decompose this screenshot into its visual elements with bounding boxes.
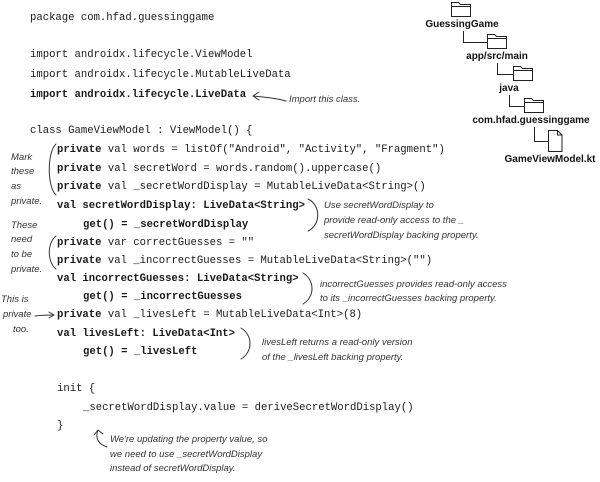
public-property-line: val incorrectGuesses: LiveData<String> bbox=[57, 272, 299, 286]
property-line: private val secretWord = words.random().… bbox=[57, 162, 381, 176]
folder-body bbox=[451, 2, 471, 17]
getter-text-bold: get() = _secretWordDisplay bbox=[83, 219, 249, 231]
need-private-note-line: need bbox=[11, 234, 33, 245]
folder-icon bbox=[487, 34, 507, 49]
folder-icon bbox=[513, 66, 533, 81]
tree-connector bbox=[497, 63, 513, 75]
tree-label-package: com.hfad.guessinggame bbox=[472, 115, 590, 126]
lives-left-note-line: of the _livesLeft backing property. bbox=[262, 352, 404, 363]
arrowhead bbox=[93, 429, 104, 436]
tree-label-guessinggame: GuessingGame bbox=[425, 19, 499, 30]
getter-line: get() = _incorrectGuesses bbox=[83, 290, 242, 304]
property-text: val _incorrectGuesses = MutableLiveData<… bbox=[101, 255, 433, 267]
incorrect-guesses-note-line: to its _incorrectGuesses backing propert… bbox=[320, 293, 497, 304]
secret-word-display-note-line: provide read-only access to the _ bbox=[324, 215, 464, 226]
property-text-bold: val incorrectGuesses: LiveData<String> bbox=[57, 273, 299, 285]
tree-label-app-src-main: app/src/main bbox=[466, 51, 528, 62]
secret-word-display-note-line: Use secretWordDisplay to bbox=[324, 200, 434, 211]
property-text-bold: val secretWordDisplay: LiveData<String> bbox=[57, 200, 305, 212]
init-block-close: } bbox=[57, 420, 64, 432]
private-modifier: private bbox=[57, 255, 102, 267]
import-note: Import this class. bbox=[289, 94, 361, 105]
tree-connector bbox=[534, 127, 548, 142]
init-note-line: instead of secretWordDisplay. bbox=[110, 463, 236, 474]
init-note-line: We're updating the property value, so bbox=[110, 434, 268, 445]
arrowhead bbox=[252, 91, 260, 101]
arrow-left-icon bbox=[252, 91, 287, 102]
property-line: private val words = listOf("Android", "A… bbox=[57, 143, 445, 157]
project-tree-graphic bbox=[451, 2, 563, 152]
need-private-note-line: private. bbox=[11, 264, 43, 275]
folder-body bbox=[513, 66, 533, 81]
incorrect-guesses-bracket bbox=[302, 272, 313, 305]
property-text: val _secretWordDisplay = MutableLiveData… bbox=[101, 181, 426, 193]
arrow-shaft bbox=[252, 95, 287, 102]
file-page bbox=[548, 130, 563, 152]
property-text: val words = listOf("Android", "Activity"… bbox=[101, 144, 445, 156]
property-text: val secretWord = words.random().uppercas… bbox=[101, 163, 382, 175]
file-icon bbox=[548, 130, 563, 152]
getter-line: get() = _livesLeft bbox=[83, 345, 197, 359]
property-text-bold: val livesLeft: LiveData<Int> bbox=[57, 328, 236, 340]
private-fields-bracket bbox=[48, 235, 57, 270]
init-note-line: we need to use _secretWordDisplay bbox=[110, 449, 263, 460]
mark-private-note-line: private. bbox=[11, 196, 43, 207]
need-private-note-line: These bbox=[11, 220, 38, 231]
tree-label-java: java bbox=[499, 83, 519, 94]
lives-left-bracket bbox=[240, 327, 251, 360]
need-private-note-line: to be bbox=[11, 249, 33, 260]
folder-icon bbox=[524, 98, 544, 113]
getter-text-bold: get() = _incorrectGuesses bbox=[83, 291, 242, 303]
secret-word-display-note-line: secretWordDisplay backing property. bbox=[324, 230, 479, 241]
private-modifier: private bbox=[57, 144, 102, 156]
property-text: val _livesLeft = MutableLiveData<Int>(8) bbox=[101, 309, 363, 321]
tree-label-file: GameViewModel.kt bbox=[504, 154, 596, 165]
private-modifier: private bbox=[57, 237, 102, 249]
private-modifier: private bbox=[57, 309, 102, 321]
property-text: var correctGuesses = "" bbox=[101, 237, 255, 249]
class-declaration: class GameViewModel : ViewModel() { bbox=[30, 125, 253, 137]
init-block-open: init { bbox=[57, 383, 96, 395]
private-modifier: private bbox=[57, 163, 102, 175]
secret-word-display-bracket bbox=[307, 198, 319, 232]
import-line: import androidx.lifecycle.ViewModel bbox=[30, 49, 253, 61]
tree-connector bbox=[463, 31, 487, 43]
getter-line: get() = _secretWordDisplay bbox=[83, 218, 248, 232]
arrow-up-icon bbox=[93, 429, 108, 448]
arrowhead bbox=[48, 311, 55, 319]
property-line: private var correctGuesses = "" bbox=[57, 236, 254, 250]
mark-private-note-line: as bbox=[11, 181, 22, 192]
arrow-shaft bbox=[96, 429, 108, 448]
property-line: private val _secretWordDisplay = Mutable… bbox=[57, 180, 426, 194]
file-corner-fold bbox=[557, 130, 562, 136]
import-line: import androidx.lifecycle.MutableLiveDat… bbox=[30, 69, 291, 81]
folder-body bbox=[524, 98, 544, 113]
package-declaration: package com.hfad.guessinggame bbox=[30, 12, 215, 24]
arrow-shaft bbox=[34, 314, 55, 317]
private-too-note-line: This is bbox=[1, 294, 29, 305]
private-members-bracket bbox=[48, 143, 57, 196]
private-modifier: private bbox=[57, 181, 102, 193]
property-line: private val _livesLeft = MutableLiveData… bbox=[57, 308, 362, 322]
arrow-right-icon bbox=[34, 311, 55, 319]
property-line: private val _incorrectGuesses = MutableL… bbox=[57, 254, 432, 268]
getter-text-bold: get() = _livesLeft bbox=[83, 346, 198, 358]
folder-body bbox=[487, 34, 507, 49]
public-property-line: val secretWordDisplay: LiveData<String> bbox=[57, 199, 305, 213]
import-text-bold: import androidx.lifecycle.LiveData bbox=[30, 89, 247, 101]
public-property-line: val livesLeft: LiveData<Int> bbox=[57, 327, 235, 341]
tree-connector bbox=[509, 95, 524, 107]
folder-icon bbox=[451, 2, 471, 17]
private-too-note-line: private bbox=[3, 309, 32, 320]
init-statement: _secretWordDisplay.value = deriveSecretW… bbox=[83, 402, 414, 414]
import-line-new: import androidx.lifecycle.LiveData bbox=[30, 88, 246, 102]
mark-private-note-line: Mark bbox=[11, 152, 33, 163]
lives-left-note-line: livesLeft returns a read-only version bbox=[262, 337, 413, 348]
mark-private-note-line: these bbox=[11, 166, 35, 177]
incorrect-guesses-note-line: incorrectGuesses provides read-only acce… bbox=[320, 279, 507, 290]
private-too-note-line: too. bbox=[13, 324, 29, 335]
